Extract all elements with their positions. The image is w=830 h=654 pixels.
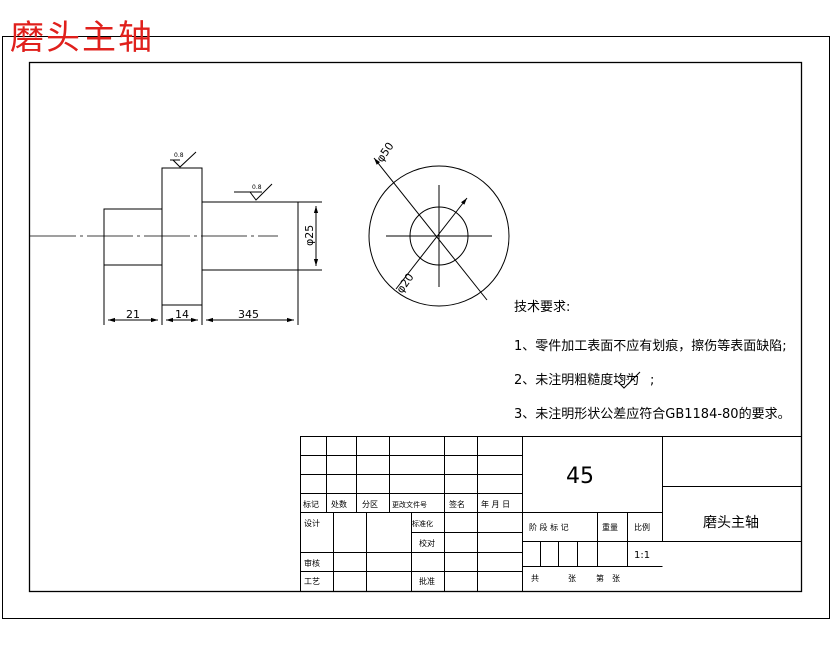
- label-review: 审核: [304, 558, 320, 568]
- rev-header-sign: 签名: [449, 499, 465, 509]
- outer-circle-dia50: [368, 165, 510, 307]
- shaft-end-view: [368, 157, 510, 307]
- dim-label-345: 345: [238, 308, 259, 321]
- label-approve: 批准: [419, 576, 435, 586]
- label-total: 共: [531, 574, 539, 583]
- dim-label-14: 14: [175, 308, 189, 321]
- rev-header-date: 年 月 日: [481, 499, 510, 509]
- leader-dia50: [373, 157, 488, 301]
- tech-req-line1: 1、零件加工表面不应有划痕，擦伤等表面缺陷;: [514, 338, 787, 354]
- rev-header-count: 处数: [331, 499, 347, 509]
- label-weight: 重量: [602, 522, 618, 532]
- outer-border: [2, 36, 830, 619]
- shaft-left-section: [103, 208, 162, 266]
- roughness-symbol-note: [617, 371, 641, 389]
- tech-req-line2: 2、未注明粗糙度均为: [514, 372, 639, 388]
- roughness-symbol-shaft: [249, 183, 273, 201]
- dim-label-dia25: φ25: [303, 225, 316, 246]
- shaft-side-view: [30, 151, 322, 325]
- roughness-value-6-3: 6.3: [620, 375, 630, 382]
- overlay-title: 磨头主轴: [10, 18, 154, 58]
- label-process: 工艺: [304, 577, 320, 586]
- label-design: 设计: [304, 518, 320, 528]
- rev-header-doc: 更改文件号: [392, 500, 427, 509]
- rev-header-mark: 标记: [303, 499, 319, 509]
- roughness-label-collar: 0.8: [174, 152, 184, 159]
- tech-req-line2-end: ;: [650, 373, 654, 388]
- part-name: 磨头主轴: [703, 515, 759, 531]
- label-sheet-unit: 张: [612, 574, 620, 583]
- label-stage-mark: 阶 段 标 记: [529, 522, 569, 532]
- label-total-sheets: 张: [568, 574, 576, 583]
- dim-label-21: 21: [126, 308, 140, 321]
- roughness-label-shaft: 0.8: [252, 184, 262, 191]
- rev-header-zone: 分区: [362, 500, 378, 509]
- material-value: 45: [566, 464, 594, 489]
- shaft-right-section: [202, 201, 299, 271]
- tech-req-heading: 技术要求:: [514, 300, 570, 315]
- shaft-collar: [161, 167, 203, 306]
- dim-label-dia50: φ50: [374, 140, 397, 165]
- label-scale: 比例: [634, 522, 650, 532]
- title-block: [300, 436, 802, 592]
- leader-dia20: [395, 197, 468, 290]
- label-sheet-no: 第: [596, 573, 604, 583]
- tech-req-line3: 3、未注明形状公差应符合GB1184-80的要求。: [514, 406, 791, 422]
- label-standardization: 标准化: [412, 519, 433, 528]
- roughness-symbol-collar: [172, 151, 197, 168]
- label-check: 校对: [419, 538, 435, 548]
- scale-value: 1:1: [634, 550, 650, 561]
